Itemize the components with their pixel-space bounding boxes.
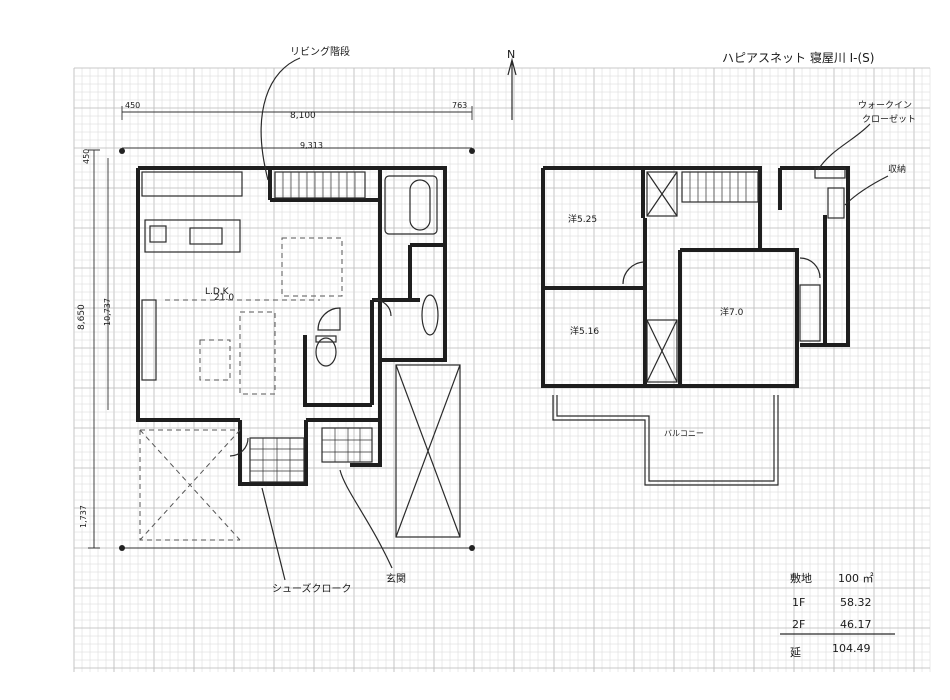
area-row-0-value: 100 ㎡ (838, 572, 874, 585)
north-arrow (507, 57, 517, 120)
dimension-lines: 450 8,100 763 9,313 450 8,650 10,737 1,7… (77, 101, 475, 551)
callout-storage: 収納 (888, 163, 906, 175)
dim-top-inner: 9,313 (300, 141, 323, 150)
area-row-3-value: 104.49 (832, 642, 871, 655)
graph-paper-grid (73, 67, 931, 672)
entrance-tiles (249, 427, 373, 483)
area-row-3-label: 延 (790, 646, 801, 659)
room-label-1: 洋5.25 (568, 213, 597, 225)
balcony-label: バルコニー (664, 429, 704, 438)
dim-left-top: 450 (82, 149, 91, 164)
room-label-3: 洋7.0 (720, 306, 744, 318)
balcony (552, 395, 779, 486)
area-table: 敷地 100 ㎡ 1F 58.32 2F 46.17 延 104.49 (780, 571, 895, 659)
area-row-0-label: 敷地 (790, 571, 812, 585)
area-row-2-value: 46.17 (840, 618, 872, 631)
living-stairs (274, 171, 366, 199)
dim-top-main: 8,100 (290, 111, 316, 121)
toilet (315, 337, 337, 367)
ldk-size: 21.0 (214, 293, 234, 303)
dim-top-left: 450 (125, 101, 140, 110)
sheet-title: ハピアスネット 寝屋川 I-(S) (722, 50, 874, 65)
bathtub (384, 175, 438, 235)
dim-left-mid: 8,650 (77, 304, 87, 330)
floor2-stairs (681, 171, 759, 203)
area-row-1-label: 1F (792, 596, 805, 609)
area-row-2-label: 2F (792, 618, 805, 631)
car-parking (395, 364, 461, 538)
dim-left-bottom: 1,737 (79, 505, 88, 528)
dim-top-right: 763 (452, 101, 467, 110)
callout-living-stairs: リビング階段 (290, 45, 350, 58)
floor1-plan: L.D.K 21.0 リビング階段 シューズクローク 玄関 (136, 45, 461, 595)
callout-walk-in-closet-1: ウォークイン (858, 100, 912, 111)
north-mark: N (507, 48, 515, 61)
room-label-2: 洋5.16 (570, 325, 599, 337)
floor2-plan: 洋5.25 洋5.16 洋7.0 バルコニー ウォークイン クローゼット 収納 (541, 100, 916, 486)
kitchen-counter (144, 219, 241, 253)
dim-left-inner: 10,737 (103, 298, 112, 326)
ldk-label: L.D.K (205, 287, 230, 297)
area-row-1-value: 58.32 (840, 596, 872, 609)
callout-entrance: 玄関 (386, 572, 406, 585)
callout-walk-in-closet-2: クローゼット (862, 113, 916, 125)
callout-shoes-cloak: シューズクローク (272, 582, 352, 595)
